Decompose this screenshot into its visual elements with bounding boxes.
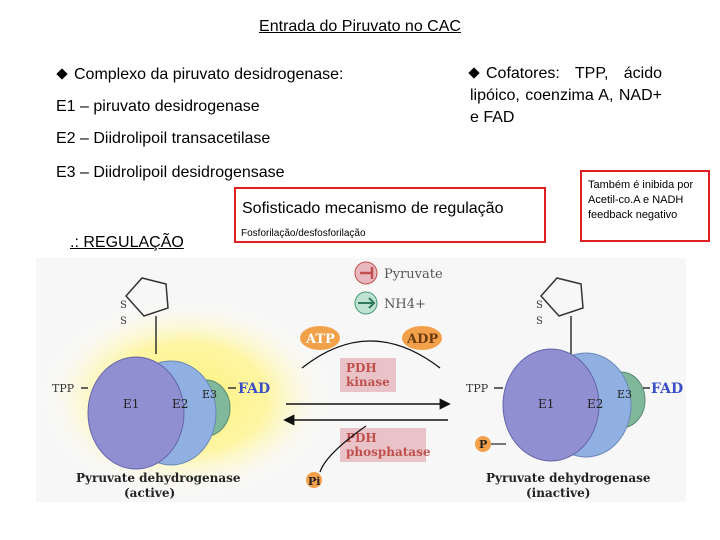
tpp-label: TPP: [52, 382, 75, 395]
atp-label: ATP: [305, 332, 335, 347]
e2-line: E2 – Diidrolipoil transacetilase: [56, 130, 271, 147]
pyruvate-label: Pyruvate: [384, 267, 443, 282]
e1-line: E1 – piruvato desidrogenase: [56, 98, 260, 115]
e3-label: E3: [617, 388, 632, 401]
sulfur-label: S: [536, 300, 543, 311]
fad-label: FAD: [651, 381, 683, 397]
pdh-kinase-box: [340, 358, 396, 392]
e3-line: E3 – Diidrolipoil desidrogensase: [56, 164, 285, 181]
atp-badge: [300, 326, 340, 350]
e3-label: E3: [202, 388, 217, 401]
pi-label: Pi: [308, 475, 320, 488]
sulfur-label: S: [120, 316, 127, 327]
inactive-enzyme: S S TPP E1 E2 E3 FAD P Pyruvate dehydrog…: [466, 277, 683, 500]
atp-arc: [301, 340, 441, 369]
pi-icon: [306, 472, 322, 488]
feedback-text: Também é inibida por Acetil-co.A e NADH …: [588, 179, 694, 221]
e2-label: E2: [587, 397, 603, 411]
pdh-phosphatase-box: [340, 428, 426, 462]
kinase-label-1: PDH: [346, 361, 377, 375]
fad-label: FAD: [238, 381, 270, 397]
active-caption-2: (active): [124, 486, 175, 500]
active-caption-1: Pyruvate dehydrogenase: [76, 471, 241, 485]
tpp-label: TPP: [466, 382, 489, 395]
complexo-text: Complexo da piruvato desidrogenase:: [74, 66, 344, 83]
phosphorylation-text: Fosforilação/desfosforilação: [241, 228, 366, 239]
nh4-label: NH4+: [384, 297, 426, 312]
e1-label: E1: [538, 397, 554, 411]
lipoyl-ring: [539, 277, 584, 317]
inactive-caption-1: Pyruvate dehydrogenase: [486, 471, 651, 485]
e1-label: E1: [123, 397, 139, 411]
e2-label: E2: [172, 397, 188, 411]
kinase-label-2: kinase: [346, 375, 390, 389]
e1-subunit: [502, 348, 600, 462]
adp-badge: [402, 326, 442, 350]
active-enzyme: S S TPP E1 E2 E3 FAD Pyruvate dehydrogen…: [38, 277, 334, 500]
phosphatase-label-2: phosphatase: [346, 445, 431, 459]
sulfur-label: S: [120, 300, 127, 311]
regulation-label: .: REGULAÇÃO: [70, 234, 184, 251]
diamond-bullet-icon: [56, 68, 68, 80]
regulation-center: Pyruvate NH4+ ATP ADP PDH kinase PDH pho…: [283, 261, 451, 488]
phosphate-label: P: [479, 438, 487, 451]
feedback-box: [580, 170, 710, 242]
diamond-bullet-icon: [468, 67, 480, 79]
cofatores-block: Cofatores: TPP, ácido lipóico, coenzima …: [468, 63, 662, 129]
sulfur-label: S: [536, 316, 543, 327]
inactive-caption-2: (inactive): [526, 486, 590, 500]
cofatores-text: Cofatores: TPP, ácido lipóico, coenzima …: [470, 65, 662, 126]
regulation-mechanism-text: Sofisticado mecanismo de regulação: [242, 200, 504, 217]
adp-label: ADP: [406, 332, 438, 347]
regulation-box: [234, 187, 546, 243]
e1-subunit: [87, 356, 185, 470]
slide-title: Entrada do Piruvato no CAC: [259, 18, 461, 35]
phosphate-icon: [475, 436, 491, 452]
lipoyl-ring: [124, 277, 169, 317]
pdh-regulation-figure: S S TPP E1 E2 E3 FAD Pyruvate dehydrogen…: [36, 258, 686, 502]
complexo-bullet: Complexo da piruvato desidrogenase:: [54, 66, 344, 84]
